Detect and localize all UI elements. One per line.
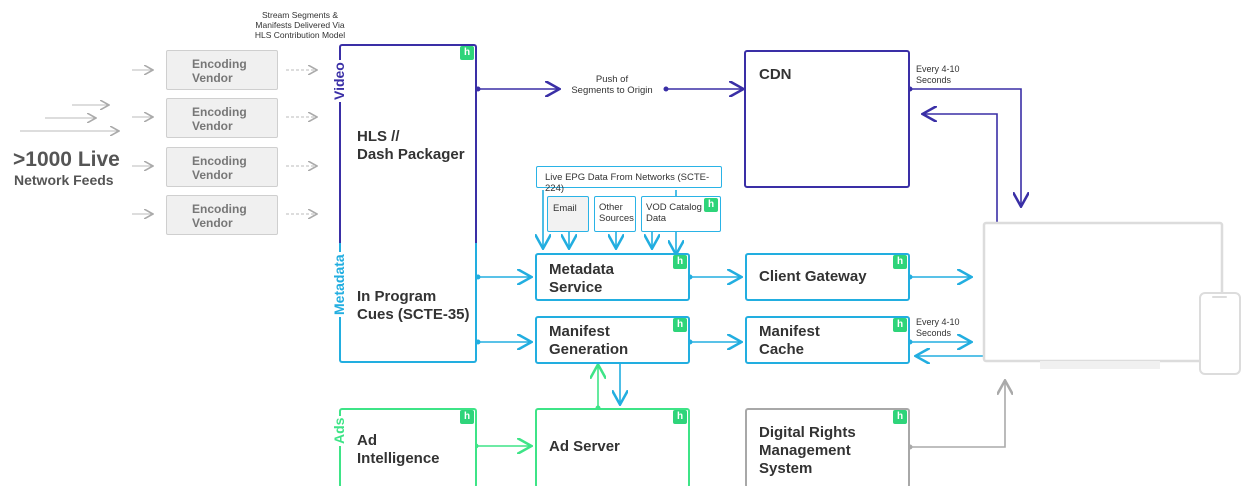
- monitor-icon: [982, 221, 1224, 363]
- packager-badge: h: [460, 46, 474, 60]
- encoding-vendor-3: Encoding Vendor: [166, 147, 278, 187]
- client-gateway-title: Client Gateway: [759, 268, 867, 285]
- vod-badge: h: [704, 198, 718, 212]
- manifest-generation-title: Manifest Generation: [549, 323, 629, 358]
- feed-arrows: [20, 105, 118, 131]
- cdn-title: CDN: [759, 66, 792, 83]
- source-other: Other Sources: [594, 196, 636, 232]
- cdn-interval: Every 4-10 Seconds: [916, 64, 960, 85]
- metadata-service-node: [535, 253, 690, 301]
- ad-intelligence-node: [339, 408, 477, 486]
- phone-icon: [1199, 292, 1241, 375]
- vendor-in-arrows: [132, 70, 152, 214]
- feeds-sub-label: Network Feeds: [14, 172, 114, 188]
- manifest-cache-title: Manifest Cache: [759, 323, 820, 358]
- manifest-cache-badge: h: [893, 318, 907, 332]
- vendor-out-arrows: [286, 70, 316, 214]
- client-gateway-node: [745, 253, 910, 301]
- encoding-vendor-1: Encoding Vendor: [166, 50, 278, 90]
- ad-intelligence-title: Ad Intelligence: [357, 432, 440, 467]
- packager-title: HLS // Dash Packager: [357, 128, 465, 163]
- stream-note: Stream Segments & Manifests Delivered Vi…: [254, 10, 346, 40]
- metadata-service-badge: h: [673, 255, 687, 269]
- ad-server-badge: h: [673, 410, 687, 424]
- source-email: Email: [547, 196, 589, 232]
- section-label-metadata: Metadata: [331, 252, 347, 317]
- drm-title: Digital Rights Management System: [759, 424, 856, 477]
- manifest-generation-node: [535, 316, 690, 364]
- cdn-to-device: [910, 88, 1021, 205]
- manifest-cache-node: [745, 316, 910, 364]
- cdn-node: [744, 50, 910, 188]
- metadata-service-title: Metadata Service: [549, 261, 615, 296]
- device-to-cdn: [924, 114, 998, 222]
- ad-intelligence-badge: h: [460, 410, 474, 424]
- manifest-generation-badge: h: [673, 318, 687, 332]
- packager-cues: In Program Cues (SCTE-35): [357, 288, 470, 323]
- manifest-cache-interval: Every 4-10 Seconds: [916, 317, 960, 338]
- section-label-ads: Ads: [331, 415, 347, 446]
- section-label-video: Video: [331, 60, 347, 102]
- ad-server-node: [535, 408, 690, 486]
- encoding-vendor-2: Encoding Vendor: [166, 98, 278, 138]
- ad-server-title: Ad Server: [549, 438, 620, 455]
- drm-badge: h: [893, 410, 907, 424]
- feeds-count-label: >1000 Live: [13, 148, 120, 171]
- packager-video-panel: [339, 44, 477, 244]
- encoding-vendor-4: Encoding Vendor: [166, 195, 278, 235]
- packager-metadata-panel: [339, 243, 477, 363]
- drm-node: [745, 408, 910, 486]
- push-note: Push of Segments to Origin: [571, 74, 653, 96]
- client-gateway-badge: h: [893, 255, 907, 269]
- epg-source-box: Live EPG Data From Networks (SCTE-224): [536, 166, 722, 194]
